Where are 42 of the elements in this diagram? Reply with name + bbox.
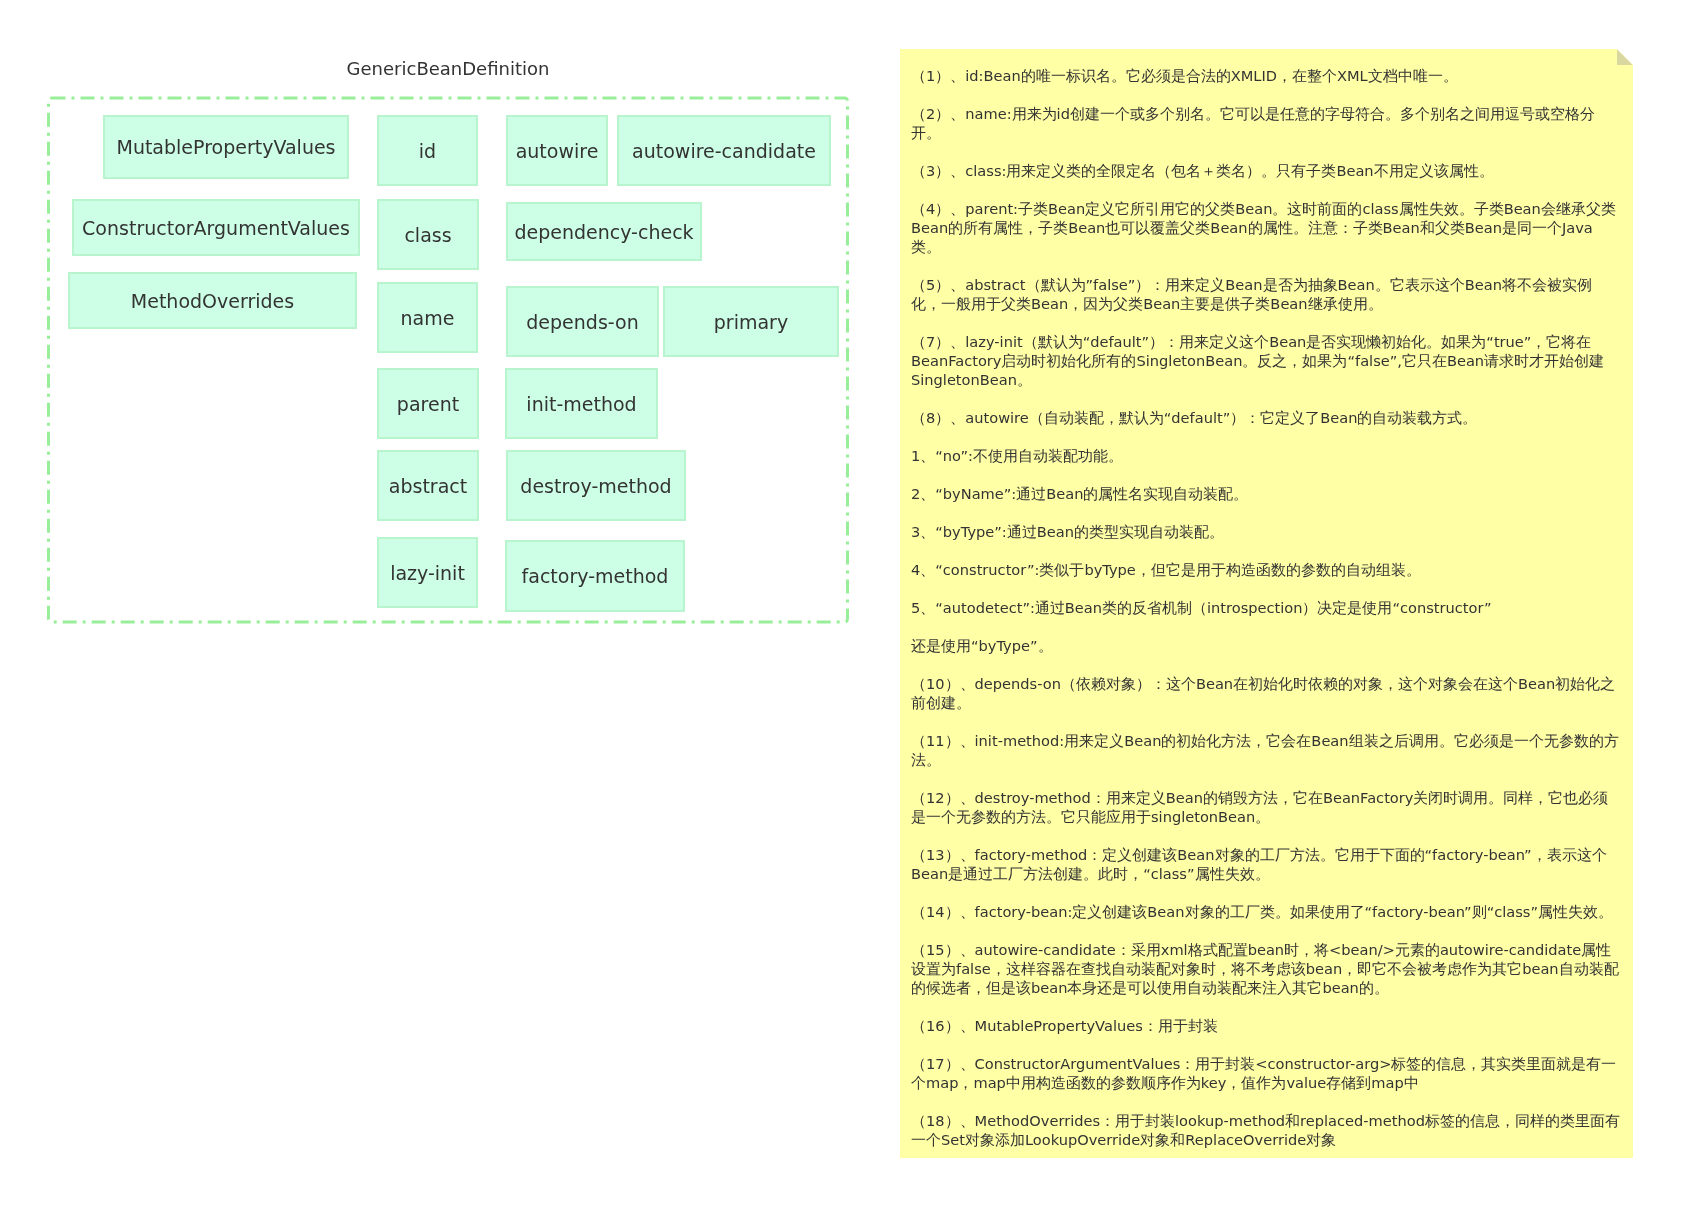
- note-paragraph: （17）、ConstructorArgumentValues：用于封装<constructor-arg>标签的信息，其实类里面就是有一个map，map中用构造函数的参数顺序作为key，值作为value存储到map中: [911, 1054, 1618, 1092]
- property-box: MutablePropertyValues: [103, 115, 349, 179]
- property-box: init-method: [505, 368, 658, 439]
- property-box: parent: [377, 368, 479, 439]
- property-box: lazy-init: [377, 537, 478, 608]
- property-box: primary: [663, 286, 839, 357]
- note-paragraph: （3）、class:用来定义类的全限定名（包名＋类名）。只有子类Bean不用定义该属性。: [911, 161, 1495, 180]
- property-box: abstract: [377, 450, 479, 521]
- note-paragraph: （14）、factory-bean:定义创建该Bean对象的工厂类。如果使用了“factory-bean”则“class”属性失效。: [911, 902, 1614, 921]
- note-paragraph: （7）、lazy-init（默认为“default”）：用来定义这个Bean是否实现懒初始化。如果为“true”，它将在BeanFactory启动时初始化所有的SingletonBean。反之，如果为“false”,它只在Bean请求时才开始创建SingletonBean。: [911, 332, 1606, 389]
- note-paragraph: 3、“byType”:通过Bean的类型实现自动装配。: [911, 522, 1225, 541]
- property-box: MethodOverrides: [68, 272, 357, 329]
- property-box: autowire: [506, 115, 608, 186]
- note-paragraph: （10）、depends-on（依赖对象）：这个Bean在初始化时依赖的对象，这个对象会在这个Bean初始化之前创建。: [911, 674, 1617, 712]
- note-paragraph: 4、“constructor”:类似于byType，但它是用于构造函数的参数的自动组装。: [911, 560, 1422, 579]
- property-box: autowire-candidate: [617, 115, 831, 186]
- note-paragraph: 1、“no”:不使用自动装配功能。: [911, 446, 1124, 465]
- note-paragraph: （15）、autowire-candidate：采用xml格式配置bean时，将<bean/>元素的autowire-candidate属性设置为false，这样容器在查找自动装配对象时，将不考虑该bean，即它不会被考虑作为其它bean自动装配的候选者，但是该bean本身还是可以使用自动装配来注入其它bean的。: [911, 940, 1620, 997]
- property-box: destroy-method: [506, 450, 686, 521]
- note-paragraph: （16）、MutablePropertyValues：用于封装: [911, 1016, 1219, 1035]
- property-box: depends-on: [506, 286, 659, 357]
- note-paragraph: （4）、parent:子类Bean定义它所引用它的父类Bean。这时前面的class属性失效。子类Bean会继承父类Bean的所有属性，子类Bean也可以覆盖父类Bean的属性。注意：子类Bean和父类Bean是同一个Java类。: [911, 199, 1617, 256]
- property-box: class: [377, 199, 479, 270]
- note-paragraph: 5、“autodetect”:通过Bean类的反省机制（introspection）决定是使用“constructor”: [911, 598, 1493, 617]
- note-paragraph: 2、“byName”:通过Bean的属性名实现自动装配。: [911, 484, 1250, 503]
- group-title: GenericBeanDefinition: [345, 58, 551, 79]
- property-box: factory-method: [505, 540, 685, 612]
- property-box: dependency-check: [506, 202, 702, 261]
- property-box: name: [377, 282, 478, 353]
- note-paragraph: （13）、factory-method：定义创建该Bean对象的工厂方法。它用于下面的“factory-bean”，表示这个Bean是通过工厂方法创建。此时，“class”属性失效。: [911, 845, 1608, 883]
- note-paragraph: （12）、destroy-method：用来定义Bean的销毁方法，它在BeanFactory关闭时调用。同样，它也必须是一个无参数的方法。它只能应用于singletonBean。: [911, 788, 1610, 826]
- property-box: id: [377, 115, 478, 186]
- note-paragraph: （2）、name:用来为id创建一个或多个别名。它可以是任意的字母符合。多个别名之间用逗号或空格分开。: [911, 104, 1596, 142]
- group-frame: [47, 58, 849, 624]
- note-paragraph: （8）、autowire（自动装配，默认为“default”）：它定义了Bean的自动装载方式。: [911, 408, 1479, 427]
- note-card: [900, 49, 1633, 1158]
- note-paragraph: （11）、init-method:用来定义Bean的初始化方法，它会在Bean组装之后调用。它必须是一个无参数的方法。: [911, 731, 1620, 769]
- note-paragraph: 还是使用“byType”。: [911, 636, 1054, 655]
- property-box: ConstructorArgumentValues: [72, 199, 360, 256]
- note-paragraph: （1）、id:Bean的唯一标识名。它必须是合法的XMLID，在整个XML文档中唯一。: [911, 66, 1459, 85]
- note-paragraph: （5）、abstract（默认为”false”）：用来定义Bean是否为抽象Bean。它表示这个Bean将不会被实例化，一般用于父类Bean，因为父类Bean主要是供子类Bean继承使用。: [911, 275, 1593, 313]
- note-paragraph: （18）、MethodOverrides：用于封装lookup-method和replaced-method标签的信息，同样的类里面有一个Set对象添加LookupOverride对象和ReplaceOverride对象: [911, 1111, 1621, 1149]
